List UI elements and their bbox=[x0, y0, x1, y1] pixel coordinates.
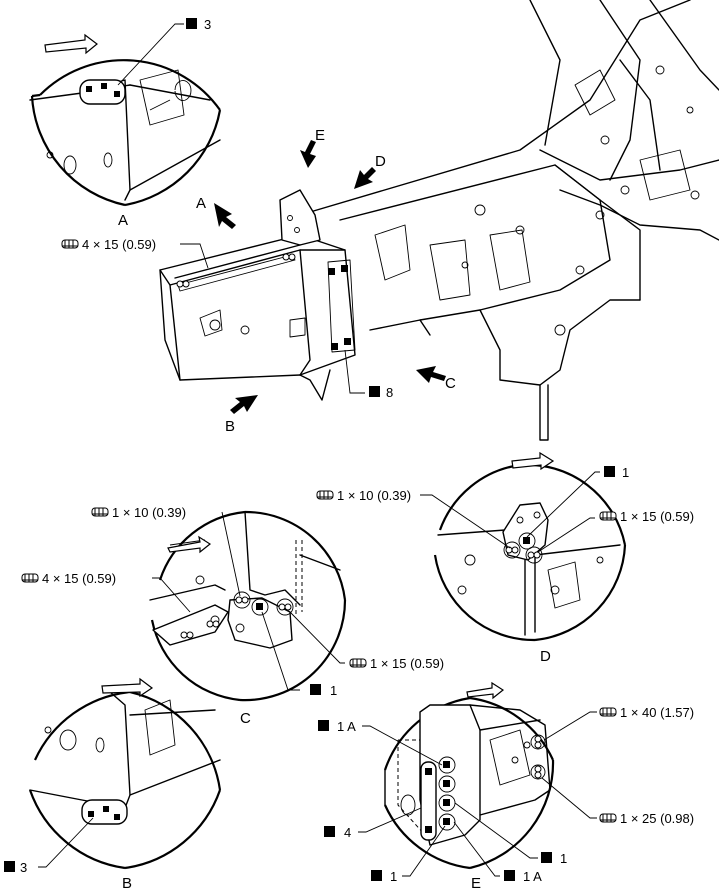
detail-view-e: E 1 A 1 × 40 (1.57) 1 × 25 (0.98) 4 1 1 … bbox=[318, 681, 694, 892]
svg-text:3: 3 bbox=[204, 17, 211, 32]
svg-text:1 × 15 (0.59): 1 × 15 (0.59) bbox=[370, 656, 444, 671]
view-arrow-e: E bbox=[300, 127, 325, 168]
rivet-icon bbox=[534, 765, 542, 779]
weld-square bbox=[331, 343, 338, 350]
weld-square bbox=[114, 91, 120, 97]
view-label-d: D bbox=[375, 153, 386, 170]
svg-text:1: 1 bbox=[622, 465, 629, 480]
weld-square bbox=[344, 338, 351, 345]
svg-text:1 × 15 (0.59): 1 × 15 (0.59) bbox=[620, 509, 694, 524]
front-direction-arrow-icon bbox=[44, 33, 98, 55]
rivet-icon bbox=[349, 658, 367, 668]
svg-text:1 × 10 (0.39): 1 × 10 (0.39) bbox=[337, 488, 411, 503]
replacement-frame-part bbox=[159, 189, 356, 401]
weld-square bbox=[114, 814, 120, 820]
svg-text:8: 8 bbox=[386, 385, 393, 400]
rivet-icon bbox=[599, 511, 617, 521]
vehicle-body-structure bbox=[299, 0, 719, 441]
weld-square bbox=[443, 761, 450, 768]
svg-text:4: 4 bbox=[344, 825, 351, 840]
filled-square-icon bbox=[369, 386, 380, 397]
svg-text:1 × 40 (1.57): 1 × 40 (1.57) bbox=[620, 705, 694, 720]
view-label-b: B bbox=[225, 418, 235, 435]
weld-square bbox=[256, 603, 263, 610]
weld-square bbox=[523, 537, 530, 544]
callout-main-rivets: 4 × 15 (0.59) bbox=[61, 237, 209, 269]
rivet-icon bbox=[534, 735, 542, 749]
filled-square-icon bbox=[504, 870, 515, 881]
svg-text:1 × 25 (0.98): 1 × 25 (0.98) bbox=[620, 811, 694, 826]
weld-square bbox=[341, 265, 348, 272]
svg-text:1 × 10 (0.39): 1 × 10 (0.39) bbox=[112, 505, 186, 520]
detail-view-a: A 3 bbox=[29, 17, 222, 229]
detail-view-d: D 1 1 × 10 (0.39) 1 × 15 (0.59) bbox=[316, 451, 694, 665]
rivet-icon bbox=[599, 707, 617, 717]
detail-label-c: C bbox=[240, 710, 251, 727]
view-label-a: A bbox=[196, 195, 206, 212]
detail-view-b: B 3 bbox=[4, 677, 222, 892]
front-direction-arrow-icon bbox=[511, 451, 555, 471]
svg-text:4 × 15 (0.59): 4 × 15 (0.59) bbox=[42, 571, 116, 586]
filled-square-icon bbox=[318, 720, 329, 731]
weld-square bbox=[443, 799, 450, 806]
rivet-icon bbox=[316, 490, 334, 500]
weld-square bbox=[103, 806, 109, 812]
front-direction-arrow-icon bbox=[167, 535, 212, 554]
filled-square-icon bbox=[541, 852, 552, 863]
view-arrow-d: D bbox=[354, 153, 386, 189]
front-direction-arrow-icon bbox=[101, 677, 154, 698]
weld-square bbox=[101, 83, 107, 89]
view-label-e: E bbox=[315, 127, 325, 144]
weld-square bbox=[425, 826, 432, 833]
svg-text:4 × 15 (0.59): 4 × 15 (0.59) bbox=[82, 237, 156, 252]
svg-text:1 A: 1 A bbox=[523, 869, 542, 884]
filled-square-icon bbox=[371, 870, 382, 881]
view-label-c: C bbox=[445, 375, 456, 392]
svg-text:1: 1 bbox=[560, 851, 567, 866]
weld-square bbox=[443, 780, 450, 787]
filled-square-icon bbox=[604, 466, 615, 477]
weld-square bbox=[328, 268, 335, 275]
filled-square-icon bbox=[324, 826, 335, 837]
detail-view-c: C 1 × 10 (0.39) 4 × 15 (0.59) 1 × 15 (0.… bbox=[21, 505, 444, 727]
rivet-icon bbox=[91, 507, 109, 517]
rivet-icon bbox=[21, 573, 39, 583]
weld-square bbox=[86, 86, 92, 92]
filled-square-icon bbox=[186, 18, 197, 29]
svg-text:1 A: 1 A bbox=[337, 719, 356, 734]
detail-label-e: E bbox=[471, 875, 481, 892]
svg-text:3: 3 bbox=[20, 860, 27, 875]
callout-main-count: 8 bbox=[344, 349, 393, 400]
front-direction-arrow-icon bbox=[466, 681, 505, 700]
svg-text:1: 1 bbox=[390, 869, 397, 884]
filled-square-icon bbox=[4, 861, 15, 872]
weld-square bbox=[88, 811, 94, 817]
weld-square bbox=[443, 818, 450, 825]
rivet-icon bbox=[61, 239, 79, 249]
weld-square bbox=[425, 768, 432, 775]
svg-text:1: 1 bbox=[330, 683, 337, 698]
detail-label-d: D bbox=[540, 648, 551, 665]
view-arrow-b: B bbox=[225, 395, 258, 435]
filled-square-icon bbox=[310, 684, 321, 695]
detail-label-a: A bbox=[118, 212, 128, 229]
view-arrow-c: C bbox=[416, 366, 456, 392]
view-arrow-a: A bbox=[196, 195, 236, 229]
rivet-icon bbox=[599, 813, 617, 823]
detail-label-b: B bbox=[122, 875, 132, 892]
